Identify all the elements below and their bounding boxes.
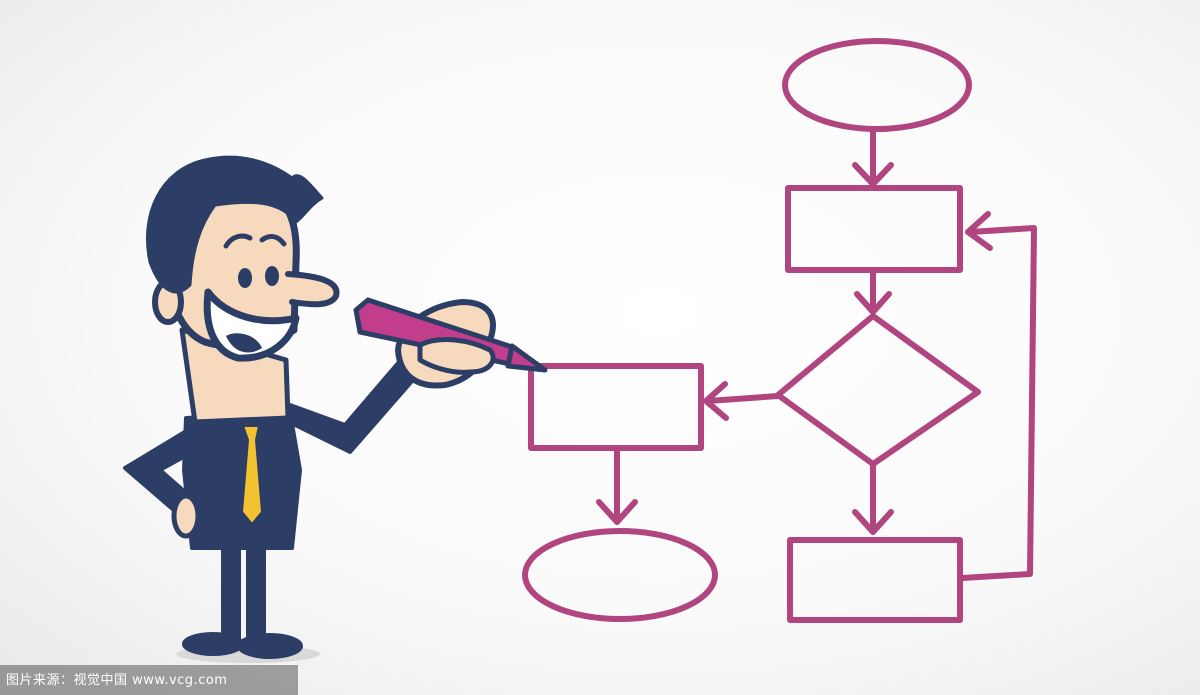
arrow-start-to-process xyxy=(852,127,894,187)
flowchart-start-oval xyxy=(782,38,972,132)
flowchart-process-box-top xyxy=(785,185,963,273)
right-eye xyxy=(265,266,279,286)
flowchart xyxy=(522,38,1037,623)
left-eyebrow xyxy=(223,233,253,249)
flowchart-process-box-left xyxy=(528,363,704,451)
left-eye xyxy=(238,268,252,288)
flowchart-decision-diamond xyxy=(775,313,981,467)
right-eyebrow xyxy=(259,234,287,247)
fingers xyxy=(417,337,496,375)
arrow-decision-to-left-box xyxy=(703,381,781,421)
watermark-text: 图片来源：视觉中国 www.vcg.com xyxy=(6,673,228,688)
nose xyxy=(285,271,340,308)
arrow-left-box-to-end xyxy=(596,447,638,525)
flowchart-process-box-bottom xyxy=(787,537,963,623)
yellow-tie xyxy=(241,425,263,525)
marker-tip xyxy=(505,343,548,373)
flowchart-end-oval xyxy=(522,528,718,622)
shoes xyxy=(182,632,303,659)
businessman-character xyxy=(123,155,496,663)
suit-jacket xyxy=(182,410,302,550)
watermark-bar xyxy=(0,665,298,695)
tongue xyxy=(226,333,262,353)
hair xyxy=(145,155,324,294)
left-hand xyxy=(171,493,201,539)
arrow-decision-to-bottom-box xyxy=(852,463,894,535)
arrow-loop-back xyxy=(959,211,1037,581)
right-arm xyxy=(283,353,422,454)
arrow-process-to-decision xyxy=(854,269,892,315)
